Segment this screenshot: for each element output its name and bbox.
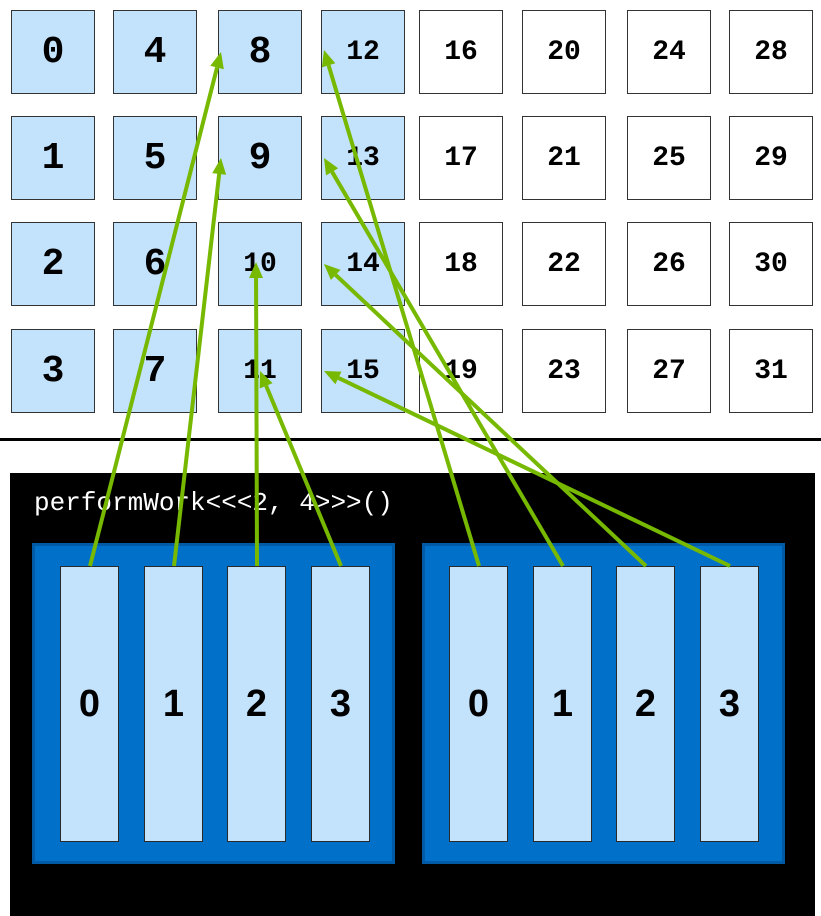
grid-cell: 2 — [11, 222, 95, 306]
grid-cell: 3 — [11, 329, 95, 413]
grid-cell: 4 — [113, 10, 197, 94]
grid-cell: 6 — [113, 222, 197, 306]
thread-0-2: 2 — [227, 566, 286, 842]
grid-cell: 26 — [627, 222, 711, 306]
grid-cell: 25 — [627, 116, 711, 200]
kernel-launch-label: performWork<<<2, 4>>>() — [34, 488, 393, 518]
grid-cell: 21 — [522, 116, 606, 200]
grid-cell: 14 — [321, 222, 405, 306]
thread-0-0: 0 — [60, 566, 119, 842]
thread-1-3: 3 — [700, 566, 759, 842]
grid-cell: 28 — [729, 10, 813, 94]
grid-cell: 19 — [419, 329, 503, 413]
grid-cell: 24 — [627, 10, 711, 94]
grid-cell: 17 — [419, 116, 503, 200]
divider-line — [0, 438, 821, 441]
grid-cell: 16 — [419, 10, 503, 94]
grid-cell: 7 — [113, 329, 197, 413]
grid-cell: 23 — [522, 329, 606, 413]
grid-cell: 30 — [729, 222, 813, 306]
grid-cell: 1 — [11, 116, 95, 200]
thread-0-3: 3 — [311, 566, 370, 842]
grid-cell: 18 — [419, 222, 503, 306]
thread-1-2: 2 — [616, 566, 675, 842]
grid-cell: 15 — [321, 329, 405, 413]
grid-cell: 29 — [729, 116, 813, 200]
grid-cell: 31 — [729, 329, 813, 413]
thread-1-0: 0 — [449, 566, 508, 842]
grid-cell: 13 — [321, 116, 405, 200]
grid-cell: 0 — [11, 10, 95, 94]
grid-cell: 11 — [218, 329, 302, 413]
grid-cell: 20 — [522, 10, 606, 94]
grid-cell: 10 — [218, 222, 302, 306]
grid-cell: 8 — [218, 10, 302, 94]
grid-cell: 12 — [321, 10, 405, 94]
grid-cell: 5 — [113, 116, 197, 200]
grid-cell: 22 — [522, 222, 606, 306]
grid-cell: 9 — [218, 116, 302, 200]
thread-1-1: 1 — [533, 566, 592, 842]
grid-cell: 27 — [627, 329, 711, 413]
thread-0-1: 1 — [144, 566, 203, 842]
